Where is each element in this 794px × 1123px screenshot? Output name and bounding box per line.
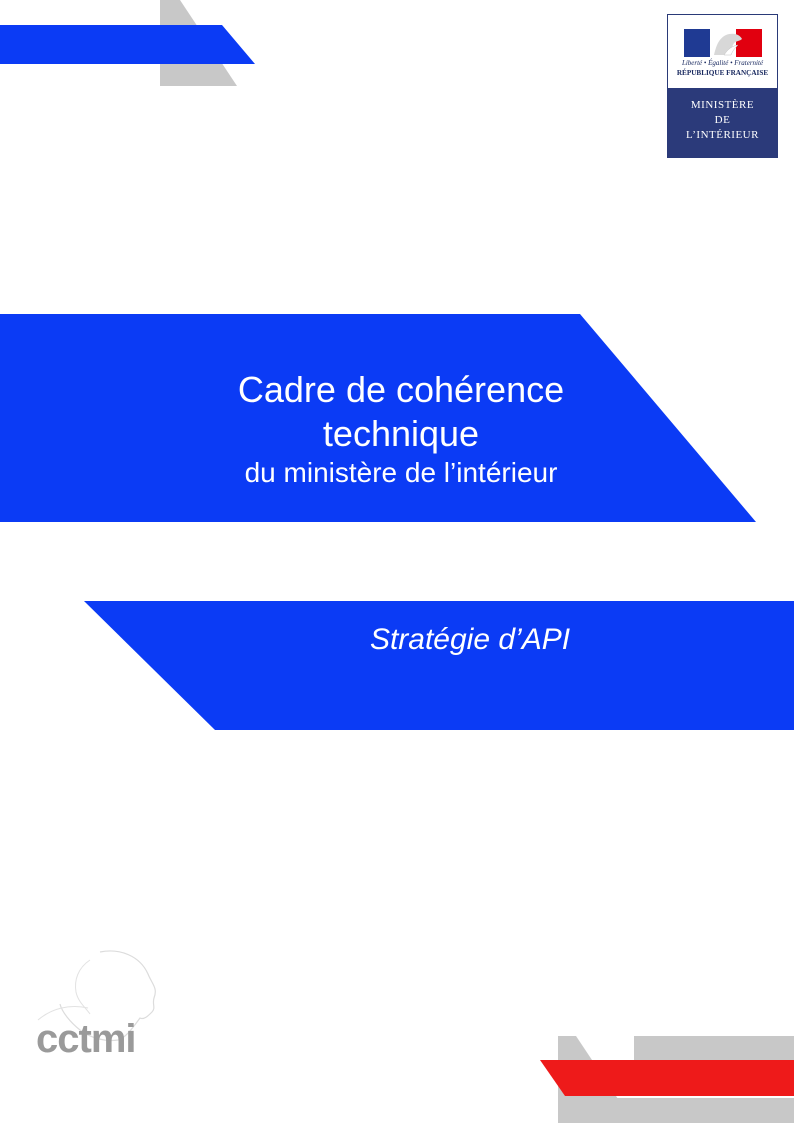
logo-republic-name: RÉPUBLIQUE FRANÇAISE [676,69,769,77]
top-blue-band [0,25,255,64]
cctmi-logo: cctmi [36,950,156,1060]
title-banner [0,314,756,522]
bottom-grey-block-bottom [558,1098,794,1123]
ministry-name-block: MINISTÈRE DE L’INTÉRIEUR [668,88,777,157]
bottom-grey-block-top [634,1036,794,1060]
ministry-line: L’INTÉRIEUR [686,129,759,141]
marianne-flag-icon [684,29,762,57]
subtitle-banner [84,601,794,730]
ministry-logo: Liberté • Égalité • Fraternité RÉPUBLIQU… [667,14,778,158]
ministry-line: MINISTÈRE [690,99,755,111]
logo-motto: Liberté • Égalité • Fraternité [681,59,764,67]
ministry-line: DE [714,114,731,126]
document-title: Cadre de cohérence technique du ministèr… [200,368,602,490]
document-subtitle: Stratégie d’API [369,623,571,656]
marianne-block: Liberté • Égalité • Fraternité RÉPUBLIQU… [668,15,777,87]
profile-sketch [59,950,156,1042]
title-line-3: du ministère de l’intérieur [244,457,558,488]
bottom-red-band-tip [540,1060,576,1096]
title-line-2: technique [322,413,480,454]
cctmi-wordmark: cctmi [36,1017,136,1060]
title-line-1: Cadre de cohérence [237,369,565,410]
bottom-red-band [576,1060,794,1096]
